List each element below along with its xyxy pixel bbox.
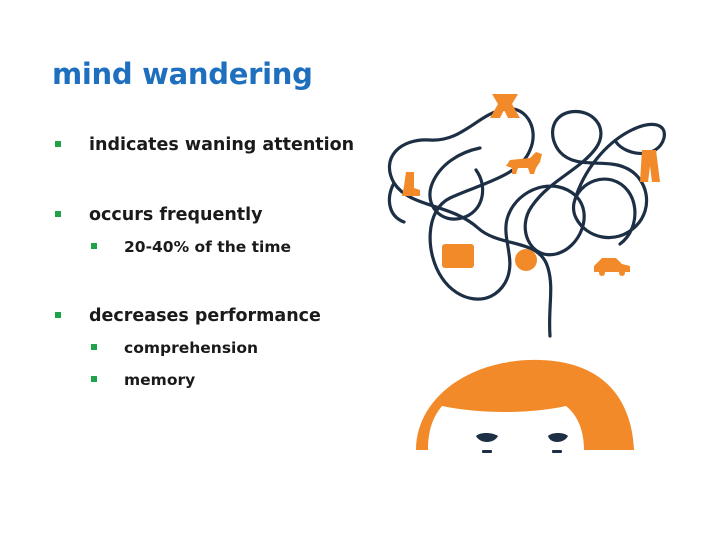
bullet-marker xyxy=(55,211,61,217)
scribble-thought-lines xyxy=(387,106,666,338)
left-eye-icon xyxy=(476,433,498,442)
bullet-indicates-waning-attention: indicates waning attention xyxy=(55,134,355,156)
bullet-text: memory xyxy=(124,371,196,389)
ball-icon xyxy=(515,249,537,271)
eyes-icon xyxy=(476,433,568,453)
scribble-path-loop-left xyxy=(428,146,485,221)
bullet-marker xyxy=(55,312,61,318)
right-lash-icon xyxy=(552,450,562,453)
mind-wandering-illustration xyxy=(387,94,666,453)
sub-bullet-comprehension: comprehension xyxy=(91,338,259,358)
sub-bullet-memory: memory xyxy=(91,370,196,390)
scribble-path-main xyxy=(387,106,649,338)
box-icon xyxy=(442,244,474,268)
car-wheel-icon xyxy=(599,270,605,276)
bullet-marker xyxy=(91,376,97,382)
bullet-marker xyxy=(91,344,97,350)
scribble-path-tail-left xyxy=(387,181,406,224)
right-eye-icon xyxy=(548,433,568,442)
bullet-text: comprehension xyxy=(124,339,259,357)
car-wheel-icon xyxy=(619,270,625,276)
sub-bullet-20-40-percent: 20-40% of the time xyxy=(91,237,292,257)
bullet-marker xyxy=(55,141,61,147)
boot-icon xyxy=(402,172,420,196)
bullet-text: indicates waning attention xyxy=(89,135,355,155)
slide-title: mind wandering xyxy=(52,57,313,91)
dog-icon xyxy=(506,152,542,174)
pants-icon xyxy=(640,150,660,182)
bullet-text: occurs frequently xyxy=(89,205,263,225)
bullet-marker xyxy=(91,243,97,249)
bullet-text: decreases performance xyxy=(89,306,321,326)
bullet-occurs-frequently: occurs frequently xyxy=(55,204,263,226)
bullet-text: 20-40% of the time xyxy=(124,238,292,256)
scribble-path-loop-top-right xyxy=(574,122,666,198)
bullet-decreases-performance: decreases performance xyxy=(55,305,321,327)
thought-objects xyxy=(402,94,660,276)
hair-icon xyxy=(416,359,634,450)
left-lash-icon xyxy=(482,450,492,453)
car-icon xyxy=(594,258,630,272)
x-glyph-icon xyxy=(490,94,520,118)
